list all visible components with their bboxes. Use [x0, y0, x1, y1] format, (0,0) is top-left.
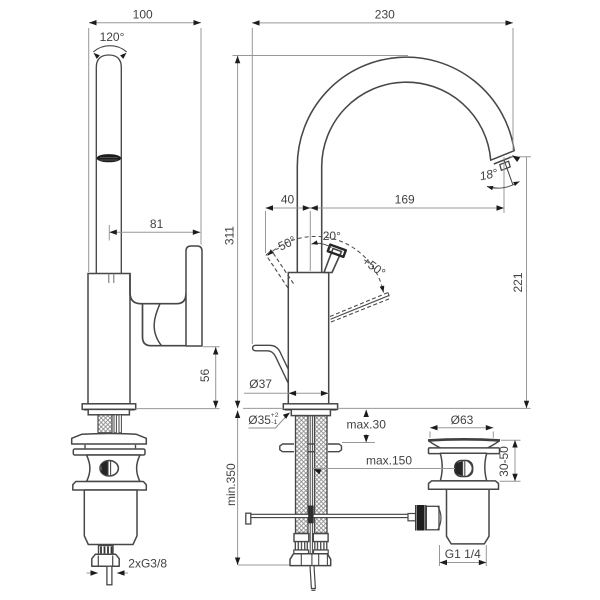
- svg-text:18°: 18°: [478, 166, 499, 184]
- svg-text:120°: 120°: [100, 30, 125, 44]
- svg-text:+2: +2: [271, 412, 279, 419]
- svg-text:max.150: max.150: [366, 453, 412, 467]
- svg-text:-1: -1: [271, 419, 277, 426]
- svg-text:40: 40: [281, 192, 295, 206]
- svg-text:81: 81: [150, 217, 164, 231]
- svg-text:Ø63: Ø63: [451, 413, 474, 427]
- svg-text:221: 221: [511, 272, 525, 292]
- svg-text:20°: 20°: [323, 229, 341, 243]
- svg-text:30-50: 30-50: [497, 446, 511, 477]
- svg-text:G1 1/4: G1 1/4: [445, 547, 481, 561]
- svg-text:max.30: max.30: [347, 418, 387, 432]
- svg-text:230: 230: [375, 8, 395, 22]
- svg-text:Ø37: Ø37: [249, 377, 272, 391]
- svg-text:100: 100: [133, 8, 153, 22]
- svg-text:min.350: min.350: [224, 463, 238, 506]
- svg-text:Ø35: Ø35: [248, 413, 271, 427]
- svg-text:311: 311: [222, 226, 236, 245]
- svg-text:56: 56: [198, 369, 212, 383]
- svg-text:2xG3/8: 2xG3/8: [128, 557, 167, 571]
- svg-text:169: 169: [395, 192, 415, 206]
